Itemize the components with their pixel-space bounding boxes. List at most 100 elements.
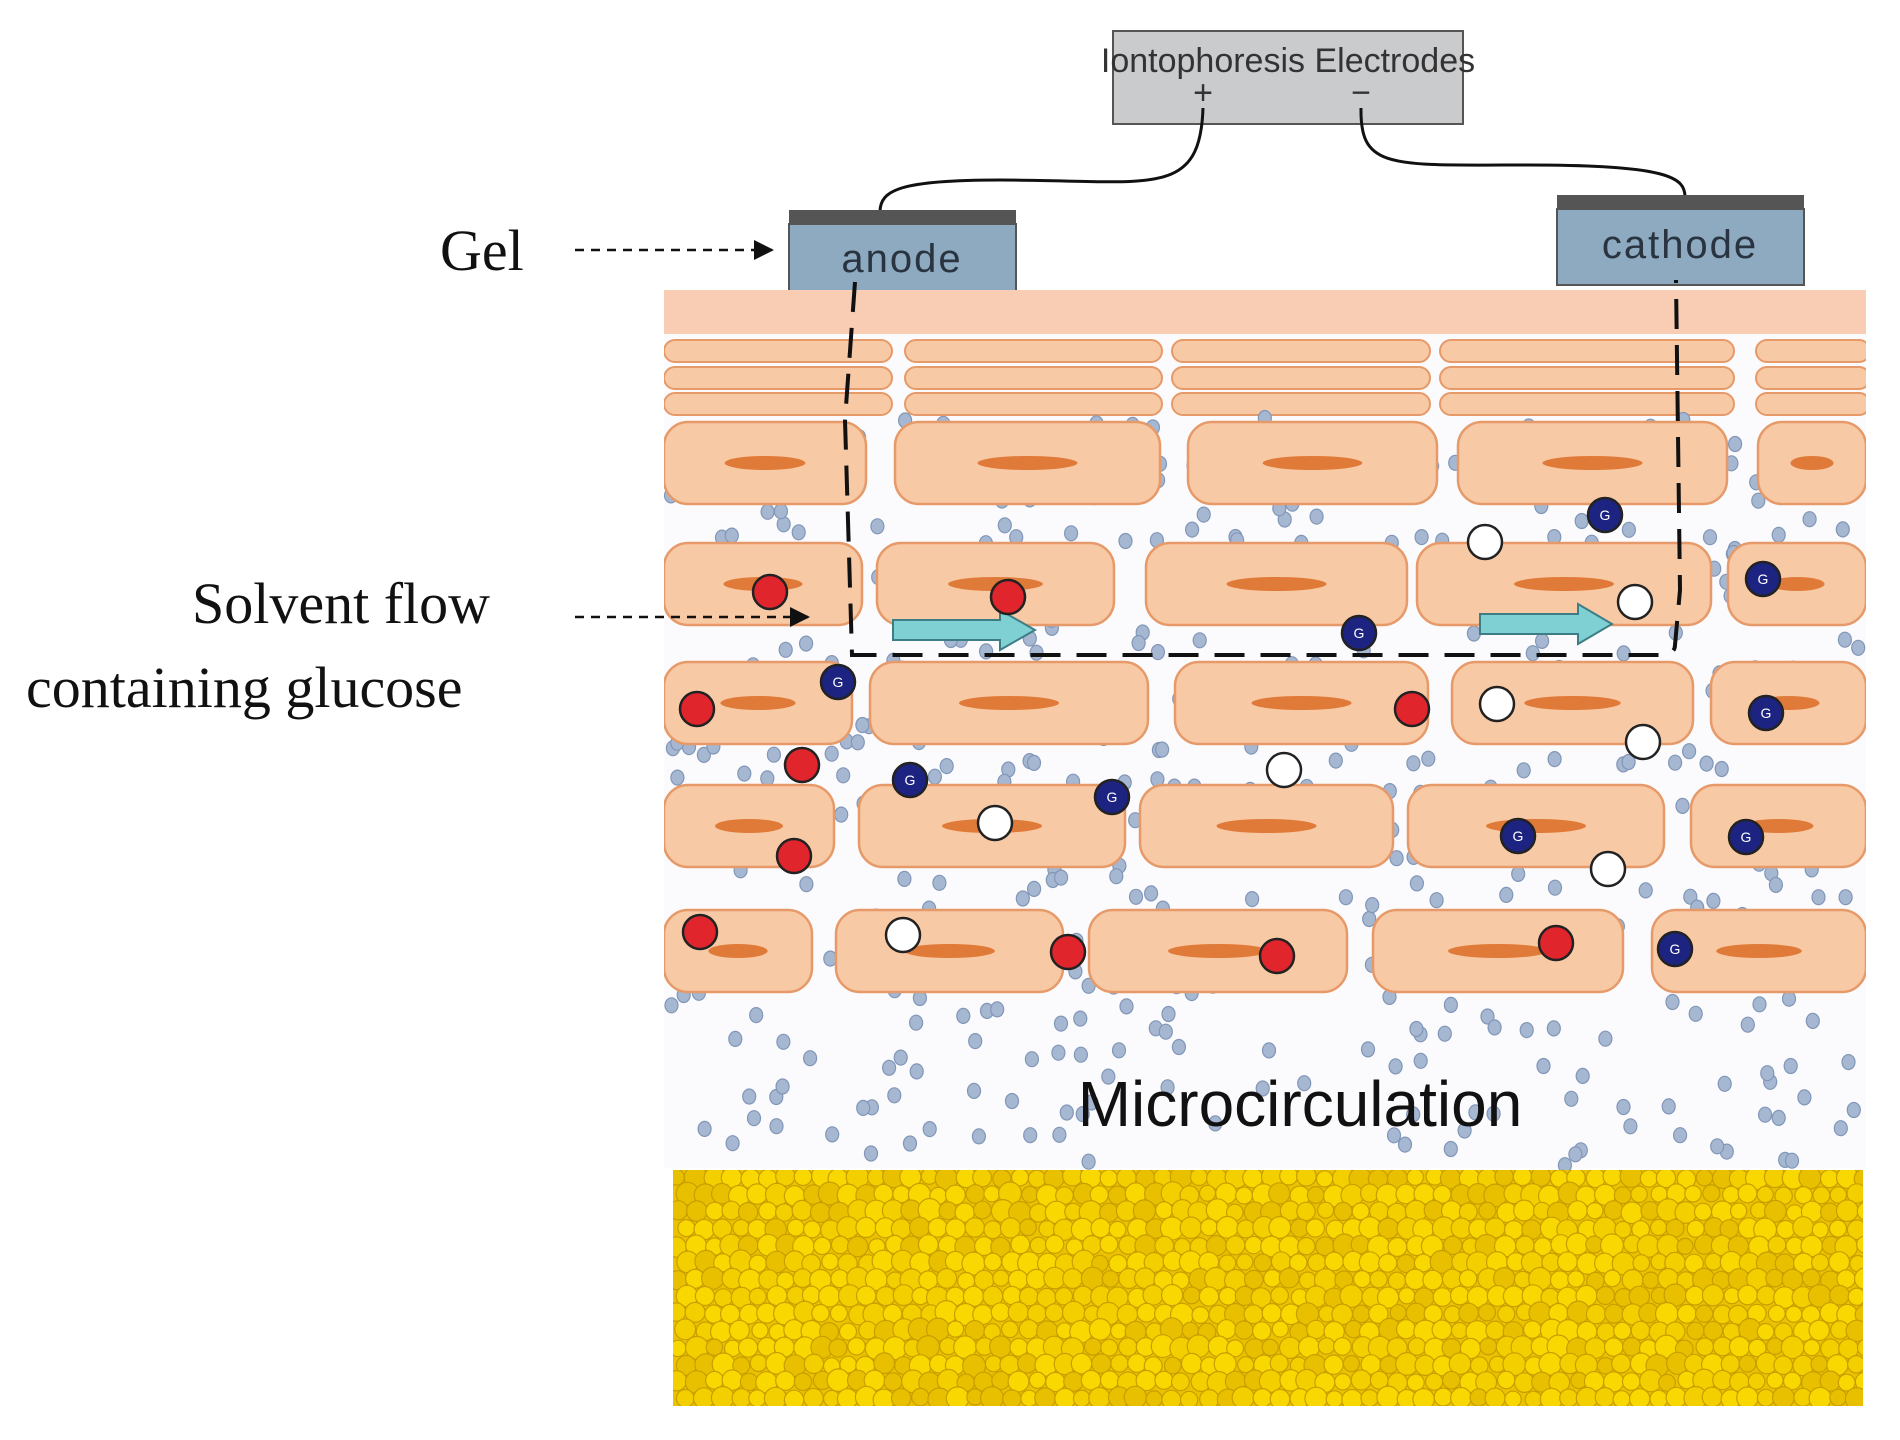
- flattened-cell: [904, 339, 1163, 363]
- fat-cell: [1021, 1185, 1039, 1204]
- interstitial-dot: [1015, 890, 1030, 907]
- interstitial-dot: [1851, 639, 1866, 656]
- fat-cell: [721, 1200, 742, 1221]
- interstitial-dot: [1158, 1023, 1173, 1040]
- fat-cell: [1261, 1302, 1283, 1324]
- interstitial-dot: [855, 716, 870, 734]
- fat-cell: [821, 1252, 839, 1271]
- interstitial-dot: [966, 1082, 982, 1100]
- fat-cell: [1828, 1219, 1848, 1238]
- interstitial-dot: [746, 1110, 762, 1127]
- wire-to-anode: [878, 107, 1205, 213]
- fat-cell: [1603, 1269, 1622, 1288]
- interstitial-dot: [1837, 631, 1853, 648]
- fat-cell: [1811, 1221, 1829, 1239]
- flattened-cell: [664, 392, 893, 416]
- glucose-symbol: G: [1513, 828, 1524, 844]
- fat-cell: [1596, 1356, 1615, 1375]
- fat-cell: [1642, 1271, 1660, 1290]
- cell-nucleus: [1216, 819, 1317, 833]
- cation: [775, 837, 813, 875]
- interstitial-dot: [1409, 1020, 1424, 1038]
- fat-cell: [1695, 1170, 1714, 1187]
- interstitial-dot: [778, 641, 793, 658]
- interstitial-dot: [1365, 896, 1380, 914]
- interstitial-dot: [1468, 1104, 1483, 1121]
- interstitial-dot: [725, 1135, 740, 1152]
- fat-cell: [1179, 1390, 1199, 1406]
- interstitial-dot: [1621, 521, 1637, 538]
- fat-cell: [980, 1386, 1004, 1406]
- fat-cell: [983, 1185, 1001, 1203]
- fat-cell: [1747, 1372, 1766, 1391]
- interstitial-dot: [1429, 892, 1444, 909]
- fat-cell: [1785, 1305, 1803, 1323]
- fat-cell: [1556, 1251, 1578, 1273]
- anion: [1616, 583, 1654, 621]
- fat-cell: [829, 1304, 849, 1323]
- cell-nucleus: [1262, 456, 1363, 470]
- interstitial-dot: [1081, 1153, 1096, 1170]
- interstitial-dot: [887, 1087, 902, 1104]
- fat-cell: [705, 1338, 724, 1356]
- fat-cell: [748, 1287, 767, 1306]
- fat-cell: [1613, 1321, 1632, 1341]
- fat-cell: [1001, 1320, 1019, 1339]
- fat-cell: [883, 1372, 903, 1392]
- fat-cell: [938, 1201, 958, 1221]
- fat-cell: [1398, 1287, 1416, 1305]
- fat-cell: [1198, 1286, 1220, 1307]
- fat-cell: [732, 1356, 751, 1375]
- interstitial-dot: [870, 518, 885, 535]
- glucose-molecule: [819, 663, 857, 701]
- fat-cell: [1458, 1302, 1479, 1324]
- cathode-gel-pad: [1556, 208, 1805, 286]
- fat-cell: [1703, 1320, 1724, 1341]
- interstitial-dot: [1681, 743, 1697, 760]
- fat-cell: [1422, 1269, 1444, 1291]
- fat-cell: [1088, 1317, 1112, 1341]
- fat-cell: [1358, 1251, 1381, 1274]
- fat-cell: [803, 1353, 825, 1375]
- fat-cell: [1253, 1253, 1272, 1273]
- fat-cell: [983, 1252, 1003, 1272]
- interstitial-dot: [1797, 1089, 1812, 1106]
- cation: [783, 746, 821, 784]
- interstitial-dot: [824, 745, 839, 762]
- fat-cell: [1695, 1337, 1715, 1357]
- fat-cell: [1235, 1253, 1254, 1271]
- interstitial-dot: [1443, 996, 1459, 1014]
- interstitial-dot: [1760, 1065, 1775, 1082]
- interstitial-dot: [956, 1007, 971, 1025]
- fat-cell: [1849, 1254, 1863, 1273]
- fat-cell: [673, 1370, 688, 1392]
- interstitial-dot: [791, 524, 806, 541]
- fat-cell: [1684, 1253, 1704, 1274]
- interstitial-dot: [1026, 880, 1042, 898]
- interstitial-dot: [1160, 1079, 1175, 1096]
- cation: [1258, 937, 1296, 975]
- fat-cell: [801, 1253, 822, 1274]
- fat-cell: [1630, 1185, 1648, 1204]
- fat-cell: [1028, 1371, 1047, 1389]
- fat-cell: [1629, 1388, 1651, 1406]
- cation: [681, 913, 719, 951]
- wire-to-cathode: [1359, 107, 1687, 198]
- interstitial-dot: [1740, 1016, 1755, 1033]
- glucose-symbol: G: [1761, 705, 1772, 721]
- interstitial-dot: [1026, 754, 1042, 772]
- fat-cell: [1269, 1388, 1291, 1406]
- fat-cell: [1704, 1252, 1723, 1271]
- fat-cells: [673, 1170, 1863, 1406]
- interstitial-dot: [1568, 1146, 1583, 1163]
- cell-nucleus: [715, 819, 783, 833]
- fat-cell: [855, 1216, 877, 1239]
- microcirculation-label: Microcirculation: [1078, 1068, 1523, 1140]
- fat-cell: [746, 1183, 768, 1205]
- fat-cell: [1406, 1373, 1425, 1392]
- fat-cell: [1180, 1352, 1203, 1375]
- interstitial-dot: [927, 768, 943, 785]
- fat-cell: [1630, 1320, 1651, 1341]
- fat-cell: [1376, 1385, 1400, 1406]
- fat-cell: [828, 1338, 848, 1358]
